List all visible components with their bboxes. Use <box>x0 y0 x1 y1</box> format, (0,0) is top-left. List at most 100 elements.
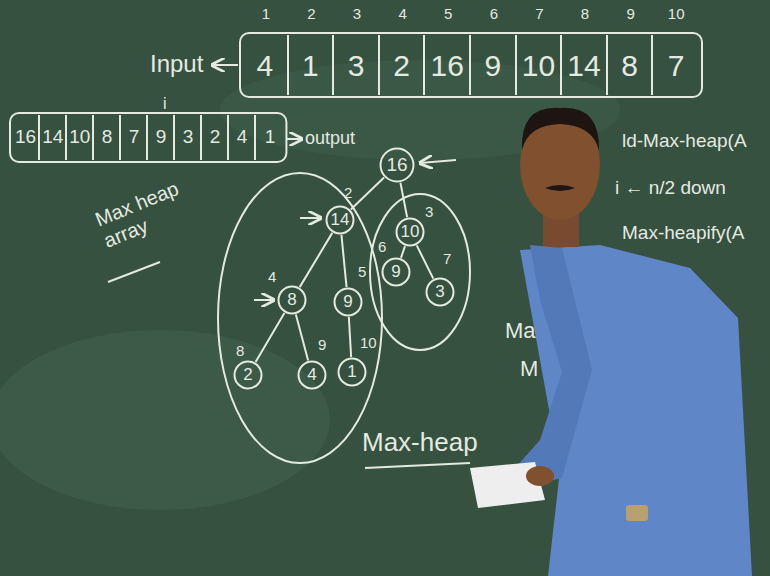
index-number: 5 <box>444 5 452 22</box>
partial-note: Ma <box>505 318 536 343</box>
lecturer-arm <box>508 245 592 486</box>
heap-node: 4 <box>297 360 327 390</box>
underline <box>365 463 470 468</box>
node-text: 4 <box>307 366 316 385</box>
node-text: 9 <box>343 293 352 312</box>
index-number: 3 <box>353 5 361 22</box>
node-text: 3 <box>348 49 365 82</box>
tree-index: 2 <box>344 184 352 201</box>
heap-node: 9 <box>381 257 411 287</box>
node-text: 14 <box>567 49 600 82</box>
node-text: 4 <box>237 127 248 148</box>
node-circle <box>335 289 362 316</box>
algorithm-line: i ← n/2 down <box>615 177 726 199</box>
array-cell: 14 <box>40 115 67 160</box>
tree-index: 7 <box>443 250 451 267</box>
array-cell: 8 <box>94 115 121 160</box>
node-circle <box>279 287 306 314</box>
node-text: 14 <box>331 211 350 230</box>
heap-node: 8 <box>277 285 307 315</box>
underline <box>108 262 160 282</box>
array-outline <box>10 113 286 162</box>
pointer-label: i <box>163 95 167 113</box>
tree-edge <box>349 317 351 357</box>
tree-edge <box>401 246 405 258</box>
node-text: 16 <box>15 127 36 148</box>
lecturer-watch <box>626 505 648 521</box>
algorithm-line: ld-Max-heap(A <box>622 130 747 152</box>
index-number: 4 <box>398 5 406 22</box>
node-text: 8 <box>621 49 638 82</box>
node-circle <box>327 207 354 234</box>
tree-index: 4 <box>268 268 276 285</box>
tree-index: 6 <box>378 238 386 255</box>
tree-index: 9 <box>318 336 326 353</box>
node-text: 7 <box>129 127 140 148</box>
leader-arrow <box>300 217 321 219</box>
lecturer-hand <box>526 466 554 486</box>
node-text: 4 <box>256 49 273 82</box>
node-circle <box>299 362 326 389</box>
array-cell: 7 <box>121 115 148 160</box>
heap-node: 16 <box>379 147 415 183</box>
heap-node: 3 <box>425 277 455 307</box>
node-text: 16 <box>386 155 407 176</box>
node-text: 7 <box>668 49 685 82</box>
array-cell: 9 <box>471 35 517 95</box>
node-text: 3 <box>435 283 444 302</box>
array-cell: 16 <box>425 35 471 95</box>
array-cell: 2 <box>380 35 426 95</box>
output-label: output <box>305 128 355 149</box>
index-number: 9 <box>626 5 634 22</box>
tree-edge <box>417 245 434 278</box>
array-cell: 1 <box>256 115 283 160</box>
node-text: 9 <box>484 49 501 82</box>
tree-edge <box>351 177 384 209</box>
tree-edge <box>300 233 333 287</box>
tree-index: 3 <box>425 203 433 220</box>
array-cell: 9 <box>148 115 175 160</box>
lecturer-hair <box>522 108 599 150</box>
node-text: 8 <box>102 127 113 148</box>
array-cell: 14 <box>562 35 608 95</box>
array-cell: 4 <box>243 35 289 95</box>
array-cell: 3 <box>334 35 380 95</box>
array-cell: 16 <box>13 115 40 160</box>
node-circle <box>427 279 454 306</box>
array-cell: 7 <box>653 35 699 95</box>
node-text: 10 <box>401 223 420 242</box>
array-cell: 10 <box>517 35 563 95</box>
leader-arrow <box>420 160 456 163</box>
tree-edge <box>256 313 285 362</box>
node-text: 14 <box>42 127 63 148</box>
tree-edge <box>296 314 308 360</box>
heap-node: 10 <box>395 217 425 247</box>
node-text: 9 <box>156 127 167 148</box>
node-text: 10 <box>522 49 555 82</box>
leader-arrow <box>254 299 274 301</box>
leader-arrow <box>212 64 238 66</box>
array-caption: Max heap array <box>92 174 197 252</box>
node-text: 10 <box>69 127 90 148</box>
array-cell: 10 <box>67 115 94 160</box>
index-number: 8 <box>581 5 589 22</box>
node-text: 1 <box>347 363 356 382</box>
array-cell: 3 <box>175 115 202 160</box>
subtree-ellipse <box>218 173 382 463</box>
array-cell: 4 <box>229 115 256 160</box>
node-text: 2 <box>210 127 221 148</box>
node-circle <box>383 259 410 286</box>
node-text: 8 <box>287 291 296 310</box>
array-cell: 2 <box>202 115 229 160</box>
lecturer-mustache <box>545 185 575 191</box>
tree-edge <box>341 235 346 287</box>
chalk-smudge <box>0 330 330 510</box>
node-circle <box>381 149 414 182</box>
heap-node: 1 <box>337 357 367 387</box>
tree-index: 5 <box>358 263 366 280</box>
algorithm-line: Max-heapify(A <box>622 222 745 244</box>
lecturer <box>470 108 752 576</box>
index-number: 7 <box>535 5 543 22</box>
